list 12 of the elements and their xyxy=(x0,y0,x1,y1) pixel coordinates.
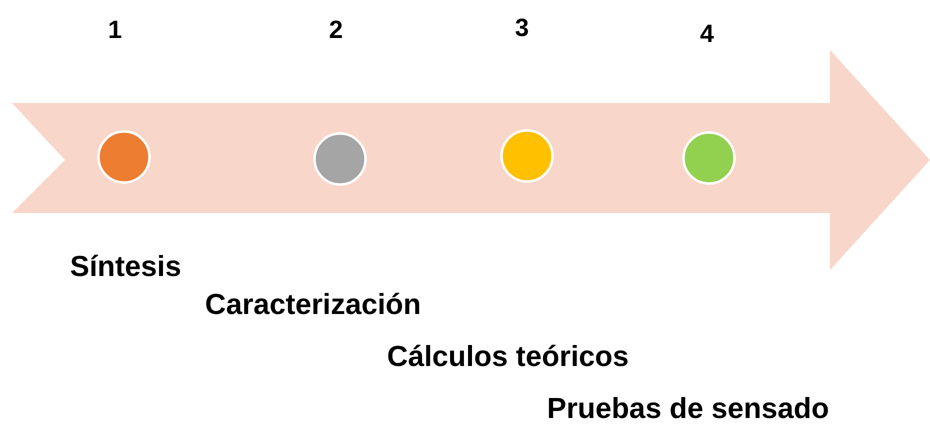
step-marker xyxy=(97,130,151,184)
step-label: Síntesis xyxy=(70,250,182,285)
step-marker xyxy=(500,129,554,183)
step-label: Caracterización xyxy=(205,288,421,323)
step-label: Cálculos teóricos xyxy=(387,340,629,375)
step-label: Pruebas de sensado xyxy=(547,392,830,427)
step-number: 4 xyxy=(700,19,714,49)
step-number: 1 xyxy=(108,15,122,45)
step-number: 3 xyxy=(515,13,529,43)
step-marker xyxy=(313,132,367,186)
step-marker xyxy=(682,131,736,185)
step-number: 2 xyxy=(329,15,343,45)
